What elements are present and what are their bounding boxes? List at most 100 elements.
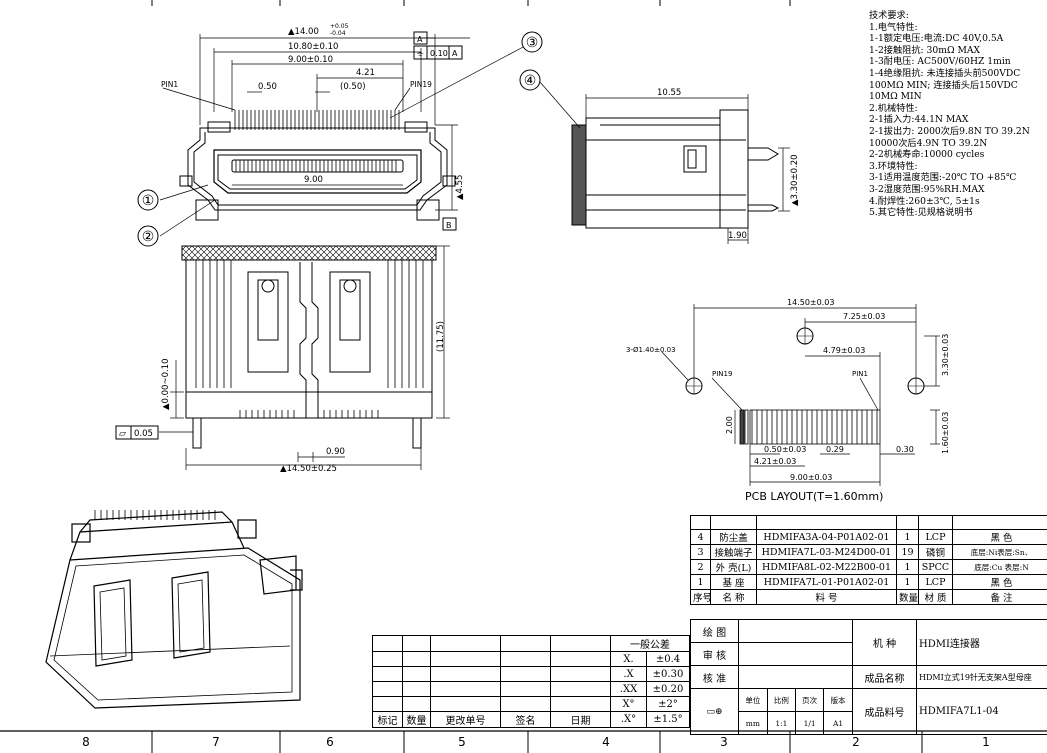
table-row: .X±0.30 (372, 666, 690, 682)
bottom-view-labels: (11.75) ▲0.00~0.10 ▱ 0.05 0.90 ▲14.50±0.… (119, 321, 446, 474)
bom-qty: 19 (896, 544, 919, 560)
balloon-4: ④ (524, 73, 537, 89)
bom-table: 4 防尘盖 HDMIFA3A-04-P01A02-01 1 LCP 黑 色 3 … (690, 515, 1047, 605)
page-label: 页次 (795, 689, 825, 712)
flatness-value: 0.10 (430, 49, 448, 58)
bom-qty: 1 (896, 559, 919, 575)
note-line: 1-1额定电压:电流:DC 40V,0.5A (869, 33, 1004, 45)
note-line: 10000次后4.9N TO 39.2N (869, 137, 988, 149)
bom-part: HDMIFA8L-02-M22B00-01 (756, 559, 897, 575)
bom-mat: 磷铜 (918, 544, 953, 560)
front-view-labels: ▲14.00 +0.05 -0.04 10.80±0.10 9.00±0.10 … (161, 23, 465, 230)
dim-090: 0.90 (326, 447, 345, 457)
table-row: 3 接触端子 HDMIFA7L-03-M24D00-01 19 磷铜 底层:Ni… (690, 544, 1047, 560)
pcb-dim-421: 4.21±0.03 (754, 457, 796, 466)
pcb-layout (661, 304, 940, 486)
tongue-contacts (235, 160, 397, 172)
bom-part: HDMIFA7L-01-P01A02-01 (756, 574, 897, 590)
bom-name: 外 壳(L) (710, 559, 757, 575)
table-row: X°±2° (372, 696, 690, 712)
tolerance-key: X° (610, 696, 647, 712)
zone-label: 8 (82, 735, 90, 749)
category-label: 机 种 (852, 619, 917, 666)
note-line: 3.环境特性: (869, 160, 918, 172)
bom-note: 黑 色 (952, 529, 1047, 545)
dim-050-ref: (0.50) (340, 82, 366, 92)
bom-no: 3 (690, 544, 711, 560)
table-row: 标记 数量 更改单号 签名 日期 .X° ±1.5° (372, 711, 690, 728)
bom-no: 2 (690, 559, 711, 575)
label-pin1: PIN1 (161, 80, 178, 89)
side-view (539, 81, 790, 244)
note-line: 1.电气特性: (869, 21, 918, 33)
dim-overall-width: ▲14.00 (288, 27, 319, 37)
page-value: 1/1 (795, 711, 825, 734)
tolerance-value: ±2° (646, 696, 690, 712)
pcb-dim-pitch: 0.50±0.03 (764, 445, 806, 454)
dim-width-1450: ▲14.50±0.25 (280, 464, 337, 474)
zone-label: 1 (982, 735, 990, 749)
pcb-holes: 3-Ø1.40±0.03 (626, 346, 676, 354)
note-line: 1-3耐电压: AC500V/60HZ 1min (869, 56, 1011, 68)
table-row: ▭⊕ 单位 比例 页次 版本 mm 1:1 1/1 A1 成品料号 HDMIFA… (690, 688, 1047, 735)
tolerance-key: X. (610, 651, 647, 667)
tolerance-key: .X° (610, 711, 647, 728)
dim-190: 1.90 (728, 231, 747, 241)
draw-label: 绘 图 (690, 619, 739, 643)
note-line: 1-2接触阻抗: 30mΩ MAX (869, 44, 981, 56)
bom-header: 料 号 (756, 589, 897, 605)
table-row: 一般公差 (372, 635, 690, 652)
side-view-labels: 10.55 1.90 ▲3.30±0.20 (657, 88, 800, 241)
note-line: 2-1插入力:44.1N MAX (869, 114, 969, 126)
pcb-pin19: PIN19 (712, 370, 732, 378)
bom-qty: 1 (896, 574, 919, 590)
table-row: 审 核 (690, 642, 1047, 666)
note-line: 5.其它特性:见规格说明书 (869, 207, 973, 219)
zone-labels: 8 7 6 5 4 3 2 1 (82, 735, 990, 749)
revision-header: 日期 (550, 711, 611, 728)
scale-value: 1:1 (767, 711, 797, 734)
balloon-labels: ③ ④ ① ② (142, 35, 539, 245)
front-view (159, 31, 526, 237)
dim-flat-005: 0.05 (134, 429, 153, 439)
dim-421: 4.21 (356, 68, 375, 78)
bom-header: 材 质 (918, 589, 953, 605)
bom-empty-row (690, 515, 1047, 530)
revision-header: 数量 (402, 711, 431, 728)
table-row: .XX±0.20 (372, 681, 690, 697)
balloons (137, 31, 543, 247)
table-row: 2 外 壳(L) HDMIFA8L-02-M22B00-01 1 SPCC 底层… (690, 559, 1047, 575)
category-value: HDMI连接器 (916, 619, 1047, 666)
tolerance-value: ±1.5° (646, 711, 690, 728)
note-line: 2-2机械寿命:10000 cycles (869, 149, 985, 161)
product-label: 成品名称 (852, 665, 917, 689)
bom-note: 黑 色 (952, 574, 1047, 590)
note-line: 技术要求: (869, 10, 909, 21)
bom-name: 防尘盖 (710, 529, 757, 545)
balloon-2: ② (142, 229, 155, 245)
dim-height-1175: (11.75) (436, 321, 446, 352)
bom-mat: LCP (918, 574, 953, 590)
unit-label: 单位 (739, 689, 768, 712)
review-label: 审 核 (690, 642, 739, 666)
zone-label: 2 (852, 735, 860, 749)
pcb-dim-725: 7.25±0.03 (843, 312, 885, 321)
table-row: 绘 图 机 种 HDMI连接器 (690, 619, 1047, 666)
zone-label: 4 (602, 735, 610, 749)
pcb-layout-labels: 14.50±0.03 7.25±0.03 4.79±0.03 3-Ø1.40±0… (626, 298, 950, 503)
note-line: 2.机械特性: (869, 102, 918, 114)
bom-qty: 1 (896, 529, 919, 545)
tolerance-value: ±0.20 (646, 681, 690, 697)
product-value: HDMI立式19针无支架A型母座 (916, 665, 1047, 689)
table-row: 4 防尘盖 HDMIFA3A-04-P01A02-01 1 LCP 黑 色 (690, 529, 1047, 545)
datum-b: B (446, 221, 452, 230)
bom-part: HDMIFA7L-03-M24D00-01 (756, 544, 897, 560)
top-pins (234, 110, 400, 130)
pcb-dim-030: 0.30 (896, 445, 914, 454)
pcb-dim-1450: 14.50±0.03 (787, 298, 834, 307)
bom-note: 底层:Ni表层:Sn、 (952, 544, 1047, 560)
part-label: 成品料号 (852, 688, 917, 735)
label-pin19: PIN19 (410, 80, 432, 89)
bom-header: 序号 (690, 589, 711, 605)
zone-label: 3 (720, 735, 728, 749)
